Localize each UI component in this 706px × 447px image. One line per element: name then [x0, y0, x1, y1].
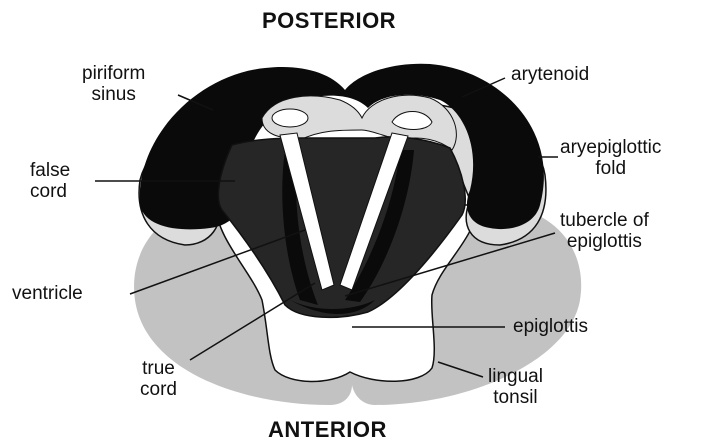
label-line: epiglottis — [566, 231, 642, 252]
heading-anterior: ANTERIOR — [268, 417, 387, 442]
ventricle-dark-right — [345, 150, 414, 302]
label-piriform-sinus: piriform sinus — [82, 63, 145, 105]
label-epiglottis: epiglottis — [513, 316, 588, 337]
label-tubercle-of-epiglottis: tubercle of epiglottis — [560, 210, 649, 252]
leader-piriform-sinus — [177, 94, 214, 111]
label-line: false — [30, 160, 71, 181]
label-line: piriform — [82, 63, 146, 84]
label-line: cord — [140, 379, 177, 400]
leader-lingual-tonsil — [437, 361, 484, 378]
ventricle-dark — [282, 150, 318, 305]
label-line: tonsil — [493, 387, 538, 408]
label-lingual-tonsil: lingual tonsil — [488, 366, 543, 408]
tubercle — [290, 300, 375, 314]
label-line: true — [142, 358, 175, 379]
label-true-cord: true cord — [140, 358, 177, 400]
label-false-cord: false cord — [30, 160, 70, 202]
label-aryepiglottic-fold: aryepiglottic fold — [560, 137, 661, 179]
label-line: fold — [595, 158, 627, 179]
true-cord-left — [279, 132, 335, 291]
leader-lines — [95, 77, 558, 378]
label-line: sinus — [91, 84, 136, 105]
label-line: aryepiglottic — [560, 137, 662, 158]
true-cord-right — [339, 132, 409, 291]
label-arytenoid: arytenoid — [511, 64, 589, 85]
heading-posterior: POSTERIOR — [262, 8, 397, 33]
label-line: ventricle — [12, 283, 83, 304]
label-ventricle: ventricle — [12, 283, 83, 304]
label-line: epiglottis — [513, 316, 588, 337]
arytenoid-right — [391, 111, 433, 130]
leader-ventricle — [129, 229, 306, 295]
leader-true-cord — [189, 282, 316, 361]
leader-arytenoid — [461, 77, 506, 98]
leader-tubercle — [344, 232, 556, 297]
label-line: cord — [30, 181, 67, 202]
label-line: lingual — [488, 366, 543, 387]
arytenoid-left — [271, 108, 309, 128]
label-line: tubercle of — [560, 210, 649, 231]
label-line: arytenoid — [511, 64, 590, 85]
